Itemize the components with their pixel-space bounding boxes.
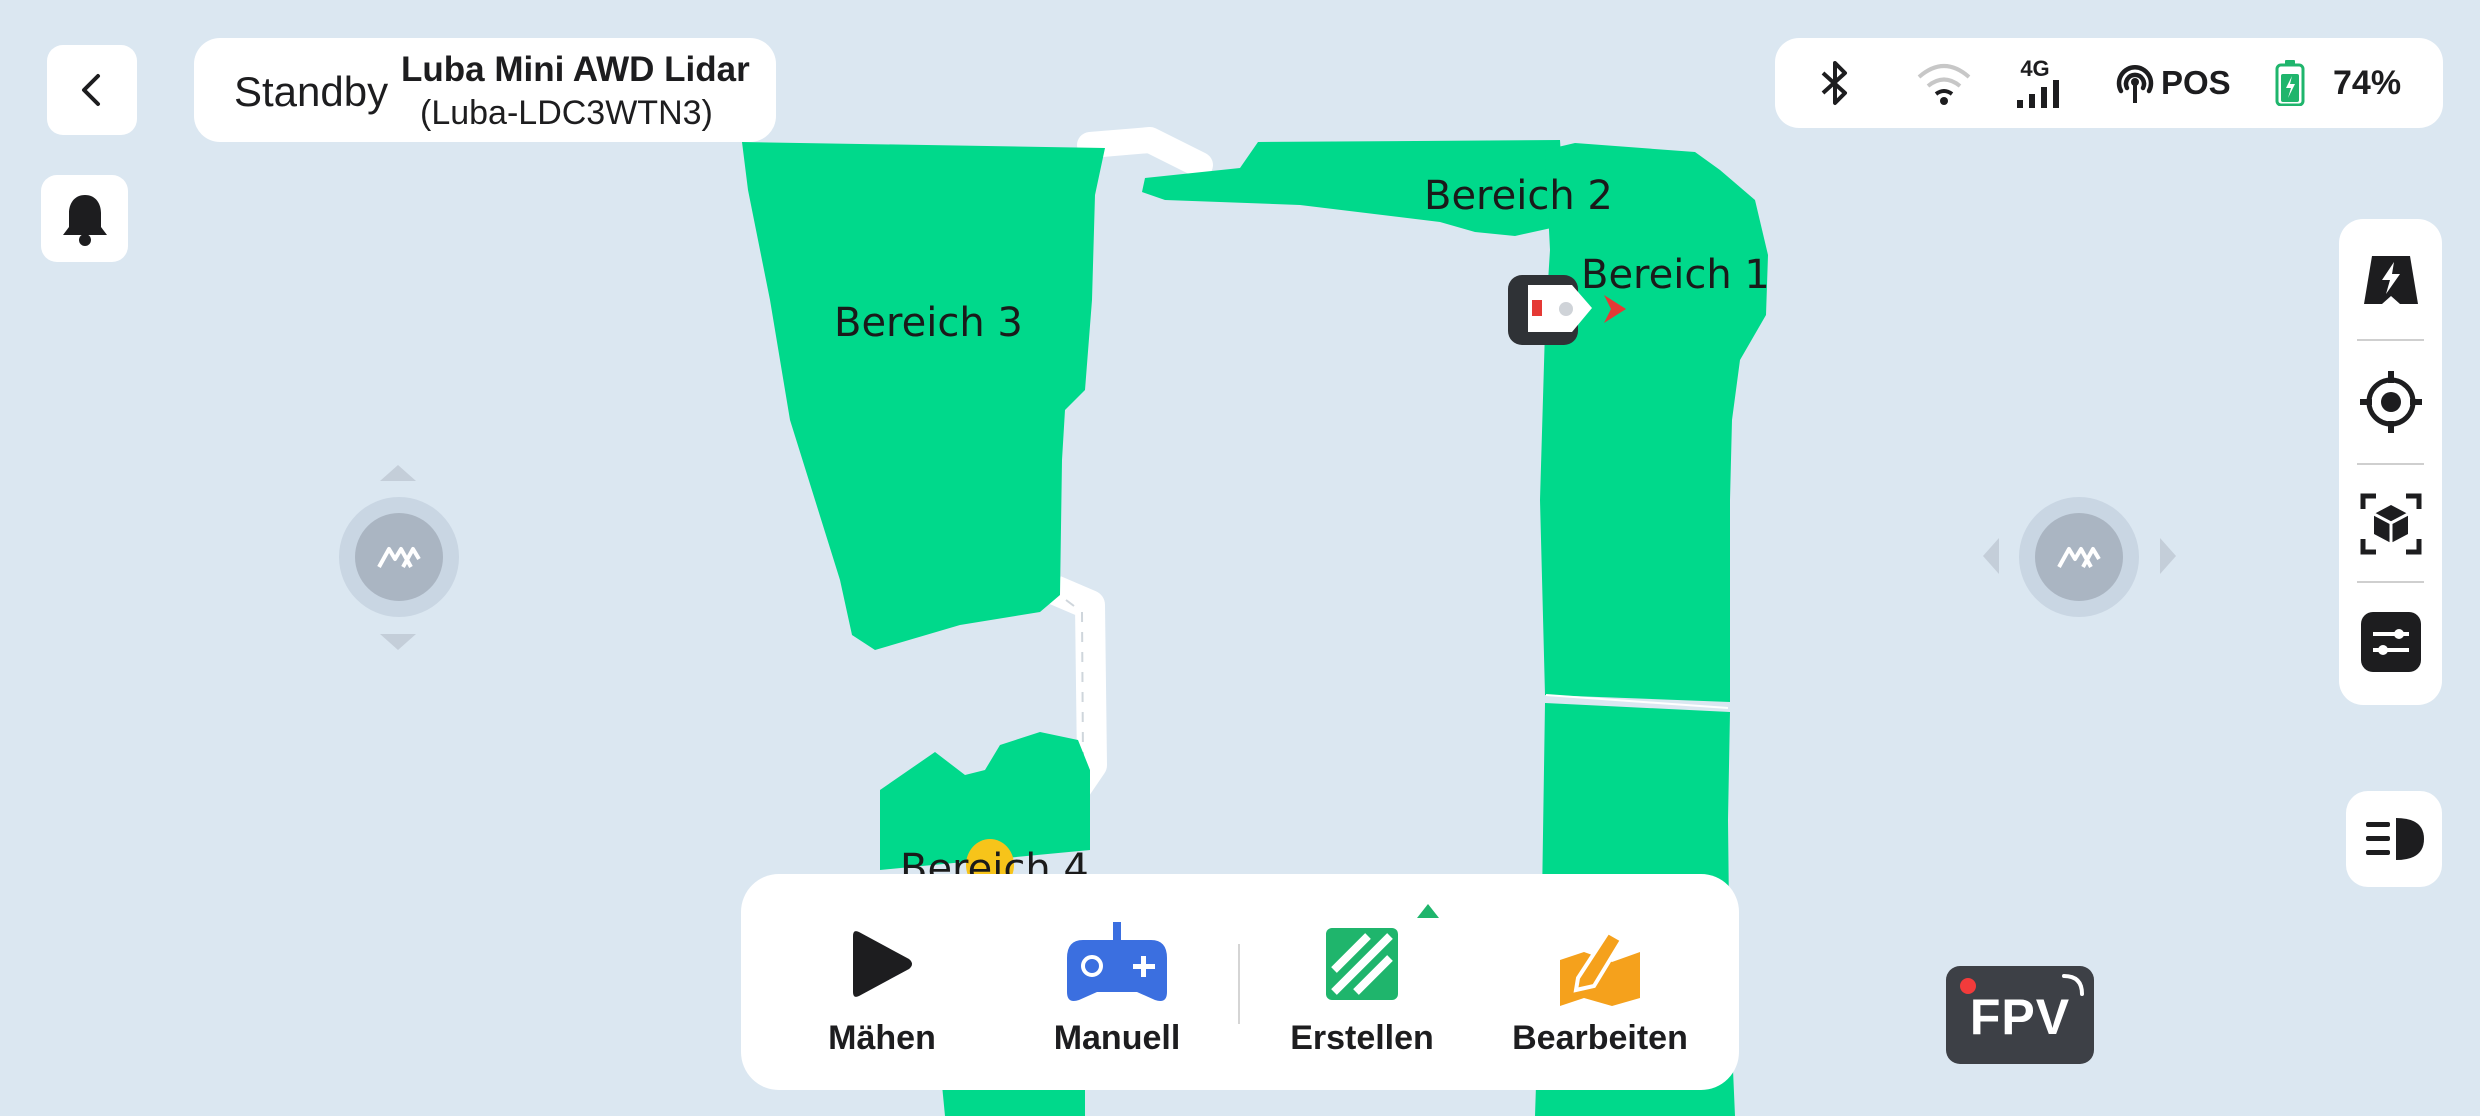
bluetooth-icon	[1817, 38, 1853, 128]
create-button[interactable]: Erstellen	[1252, 874, 1472, 1090]
zone-label-bereich-2: Bereich 2	[1424, 173, 1613, 219]
network-label: 4G	[2020, 56, 2050, 81]
device-id: (Luba-LDC3WTN3)	[420, 94, 713, 132]
zone-label-bereich-3: Bereich 3	[834, 300, 1023, 346]
joystick-ring[interactable]	[2019, 497, 2139, 617]
record-dot-icon	[1960, 978, 1976, 994]
zone-bereich-4-lower[interactable]	[942, 1085, 1085, 1116]
mow-button[interactable]: Mähen	[772, 874, 992, 1090]
edit-label: Bearbeiten	[1512, 1019, 1688, 1057]
device-status-card: Standby Luba Mini AWD Lidar (Luba-LDC3WT…	[194, 38, 776, 142]
zone-bereich-2[interactable]	[1142, 140, 1565, 236]
settings-button[interactable]	[2339, 591, 2442, 693]
zone-label-bereich-1: Bereich 1	[1581, 252, 1770, 298]
device-status: Standby	[234, 68, 389, 115]
cellular-4g-icon: 4G	[2015, 38, 2063, 128]
mammotion-logo-icon	[2057, 547, 2101, 568]
joystick-knob[interactable]	[2035, 513, 2123, 601]
positioning-label: POS	[2161, 64, 2231, 101]
manual-button[interactable]: Manuell	[1007, 874, 1227, 1090]
zone-bereich-1[interactable]	[1540, 143, 1768, 702]
map-toolbar	[2339, 219, 2442, 705]
bell-icon	[62, 194, 107, 246]
mow-label: Mähen	[828, 1019, 936, 1057]
chevron-left-icon	[82, 74, 100, 106]
3d-view-button[interactable]	[2339, 473, 2442, 575]
action-divider	[1238, 944, 1240, 1024]
manual-label: Manuell	[1053, 1019, 1181, 1057]
quick-charge-icon	[2363, 256, 2418, 304]
create-label: Erstellen	[1290, 1019, 1434, 1057]
locate-button[interactable]	[2339, 351, 2442, 453]
joystick-knob[interactable]	[355, 513, 443, 601]
arrow-down-icon	[380, 634, 416, 650]
edit-area-icon	[1490, 914, 1710, 1014]
zone-bereich-3[interactable]	[742, 142, 1105, 650]
arrow-up-icon	[380, 465, 416, 481]
joystick-ring[interactable]	[339, 497, 459, 617]
fpv-label: FPV	[1969, 989, 2071, 1045]
rtk-position-icon: POS	[2113, 38, 2231, 128]
arrow-left-icon	[1983, 538, 1999, 574]
headlight-icon	[2366, 818, 2424, 860]
3d-view-icon	[2360, 493, 2421, 555]
create-area-icon	[1252, 914, 1472, 1014]
action-bar: Mähen Manuell Erstellen	[741, 874, 1739, 1090]
quick-charge-button[interactable]	[2339, 229, 2442, 331]
corner-arc-icon	[2062, 974, 2084, 996]
battery-icon	[2275, 38, 2305, 128]
back-button[interactable]	[47, 45, 137, 135]
zone-divider	[1545, 694, 1729, 709]
device-name: Luba Mini AWD Lidar	[401, 50, 750, 89]
headlight-button[interactable]	[2346, 791, 2442, 887]
battery-percent: 74%	[2333, 63, 2402, 102]
path-middle-dash	[1065, 599, 1084, 761]
expand-caret-icon[interactable]	[1417, 904, 1439, 918]
settings-sliders-icon	[2360, 612, 2421, 672]
mammotion-logo-icon	[377, 547, 421, 568]
arrow-right-icon	[2160, 538, 2176, 574]
fpv-button[interactable]: FPV	[1946, 966, 2094, 1064]
wifi-icon	[1915, 38, 1973, 128]
zone-bereich-4[interactable]	[880, 732, 1090, 870]
locate-icon	[2359, 371, 2422, 433]
notifications-button[interactable]	[41, 175, 128, 262]
edit-button[interactable]: Bearbeiten	[1490, 874, 1710, 1090]
gamepad-icon	[1007, 914, 1227, 1014]
path-top	[1077, 127, 1213, 178]
mower-robot-icon[interactable]	[1508, 275, 1626, 345]
connection-status-bar: 4G POS 74%	[1775, 38, 2443, 128]
play-icon	[772, 914, 992, 1014]
